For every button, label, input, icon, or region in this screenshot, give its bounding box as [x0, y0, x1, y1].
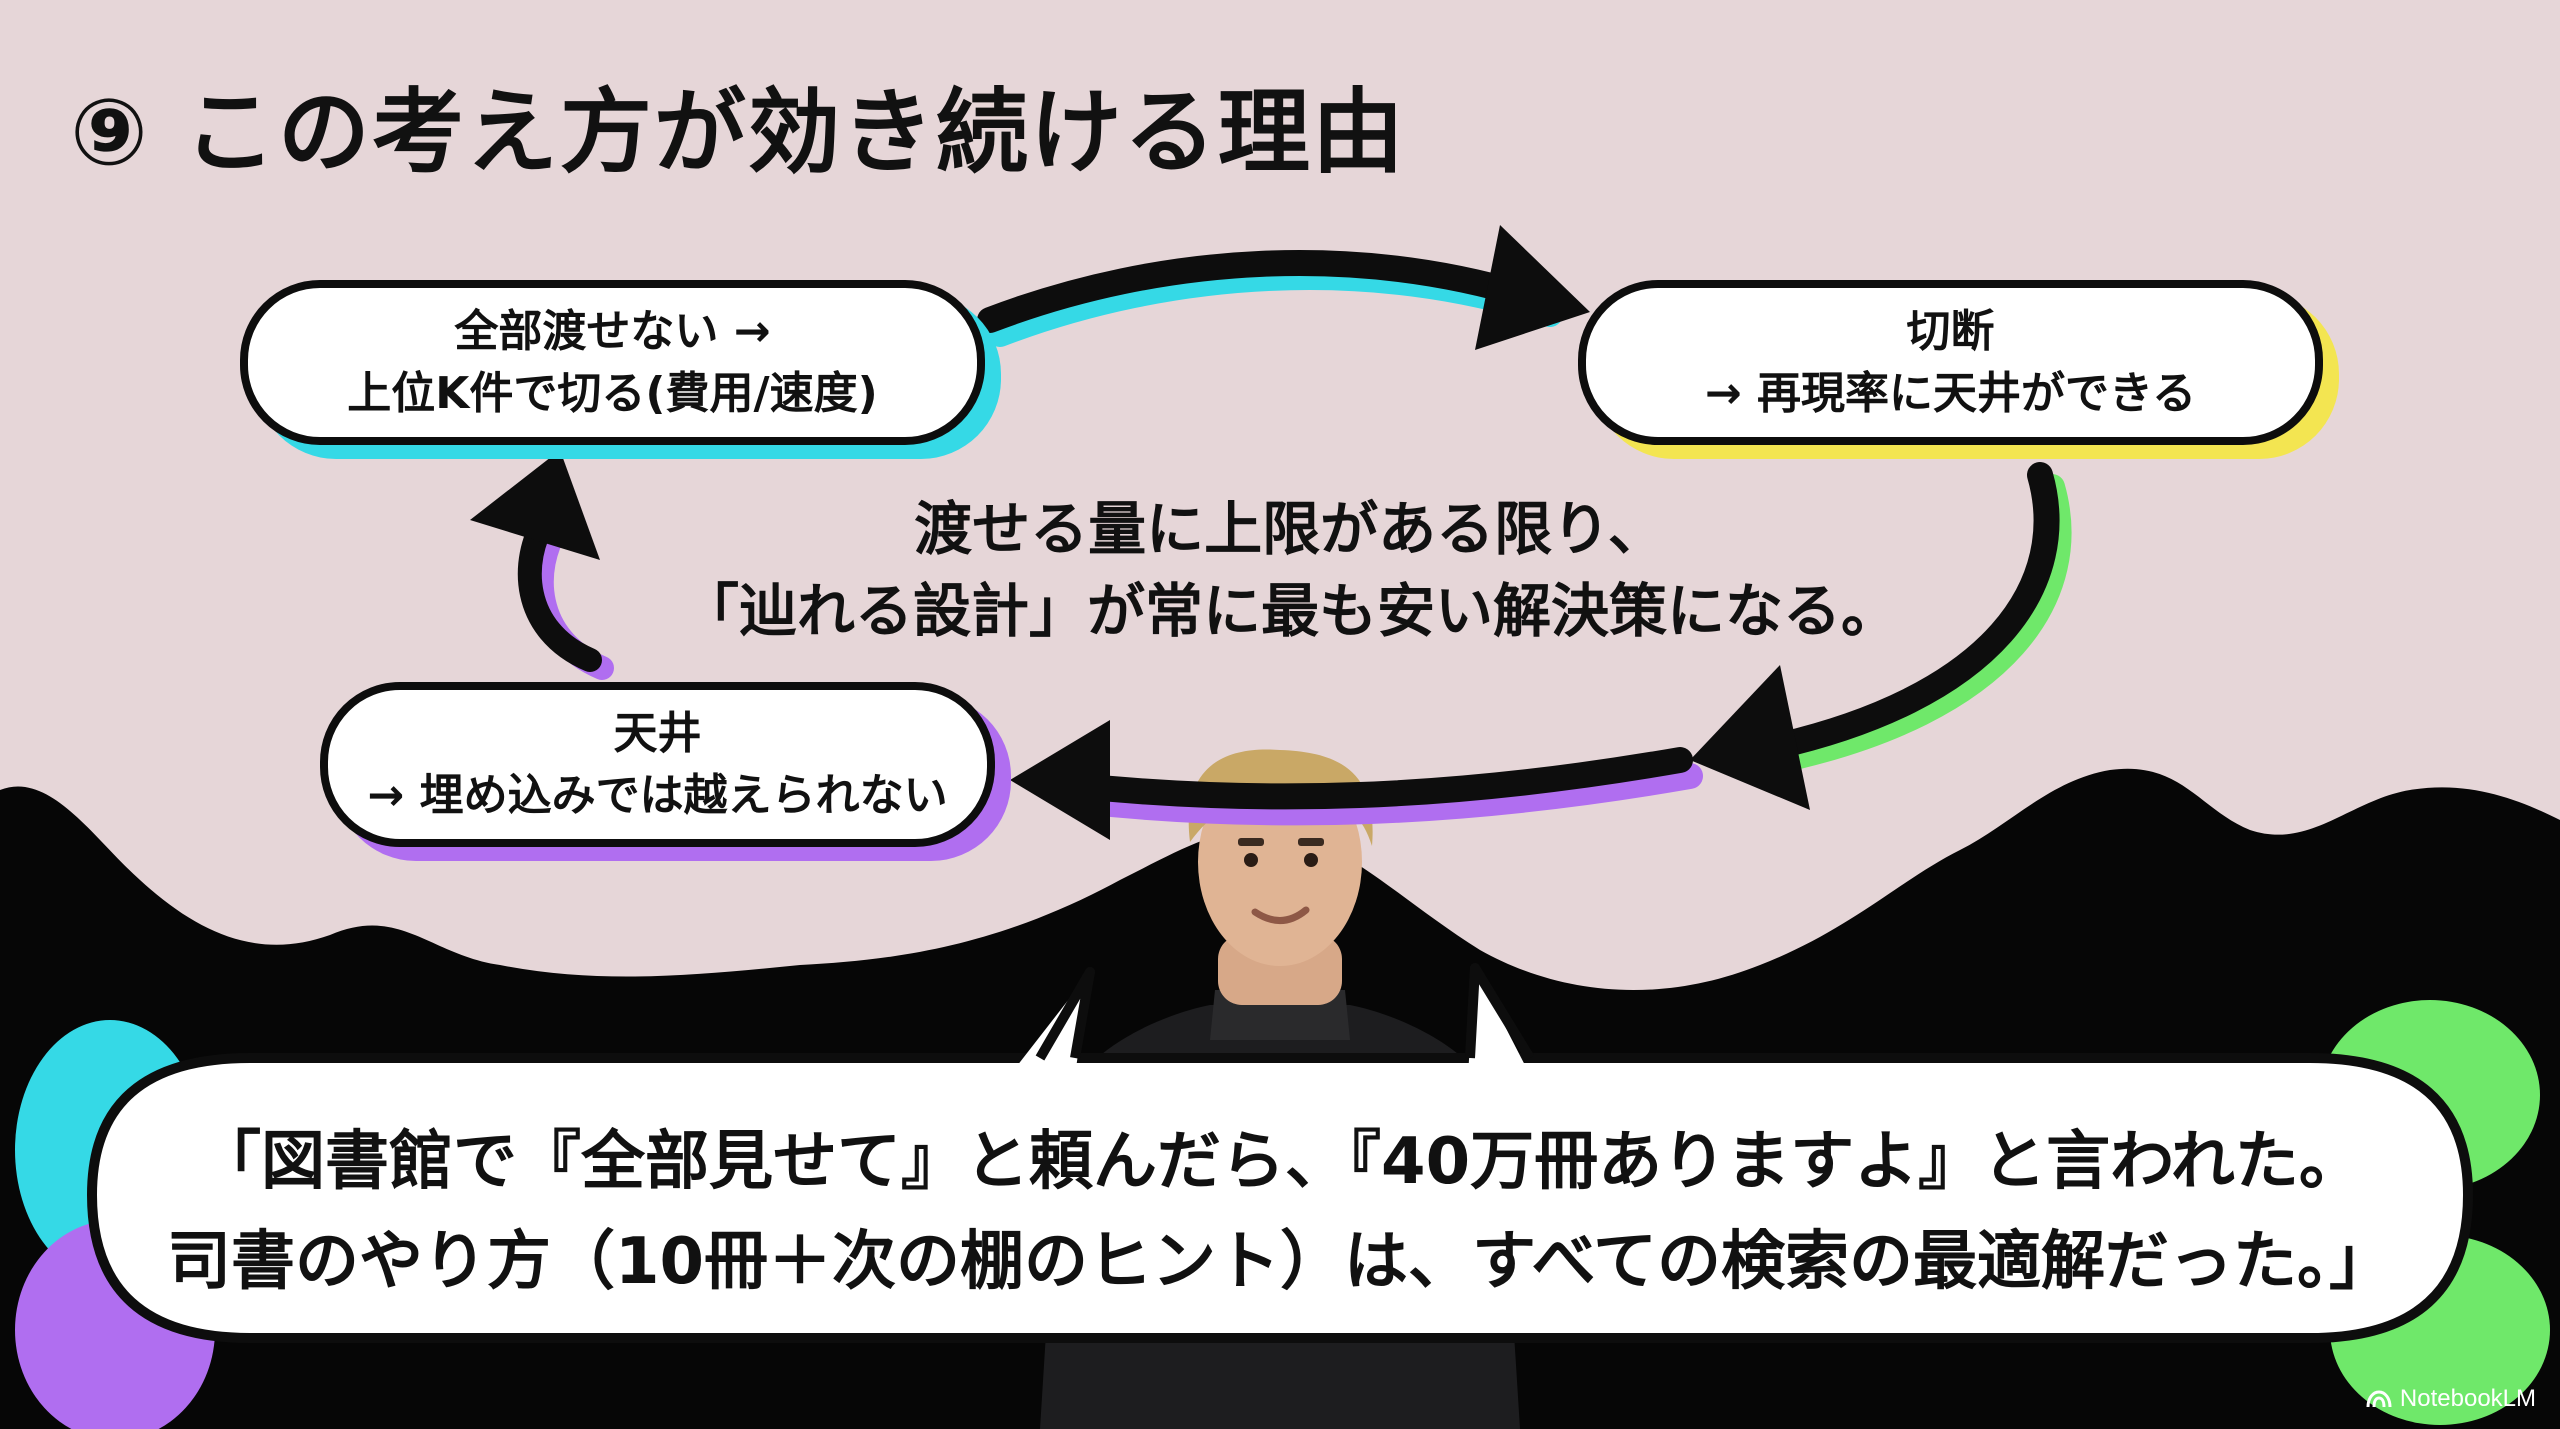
brand-label: NotebookLM — [2399, 1385, 2536, 1412]
center-message-line2: 「辿れる設計」が常に最も安い解決策になる。 — [680, 577, 1899, 645]
notebooklm-logo-icon — [2366, 1390, 2392, 1408]
speech-quote-line2: 司書のやり方（10冊＋次の棚のヒント）は、すべての検索の最適解だった。」 — [166, 1225, 2394, 1299]
node-ceiling-line2: → 埋め込みでは越えられない — [367, 769, 948, 821]
speech-quote-line1: 「図書館で『全部見せて』と頼んだら、『40万冊ありますよ』と言われた。 — [197, 1125, 2363, 1199]
center-message-line1: 渡せる量に上限がある限り、 — [914, 495, 1666, 563]
arrow-left — [470, 450, 614, 680]
node-ceiling-line1: 天井 — [613, 707, 702, 759]
arrow-bottom — [1010, 720, 1703, 840]
arrow-right — [1690, 462, 2072, 810]
cycle-node-truncation: 切断 → 再現率に天井ができる — [1578, 280, 2323, 445]
speech-bubble — [87, 963, 2473, 1343]
node-cut-line1: 全部渡せない → — [454, 305, 771, 357]
node-truncation-line1: 切断 — [1906, 305, 1995, 357]
center-message: 渡せる量に上限がある限り、 「辿れる設計」が常に最も安い解決策になる。 — [640, 488, 1940, 652]
speech-quote: 「図書館で『全部見せて』と頼んだら、『40万冊ありますよ』と言われた。 司書のや… — [100, 1112, 2460, 1312]
notebooklm-brand: NotebookLM — [2366, 1385, 2536, 1413]
arrow-top — [977, 225, 1590, 350]
node-cut-line2: 上位K件で切る(費用/速度) — [347, 367, 878, 419]
cycle-node-ceiling: 天井 → 埋め込みでは越えられない — [320, 682, 995, 847]
node-truncation-line2: → 再現率に天井ができる — [1704, 367, 2197, 419]
slide-title: ⑨ この考え方が効き続ける理由 — [70, 79, 1406, 186]
cycle-node-cut: 全部渡せない → 上位K件で切る(費用/速度) — [240, 280, 985, 445]
